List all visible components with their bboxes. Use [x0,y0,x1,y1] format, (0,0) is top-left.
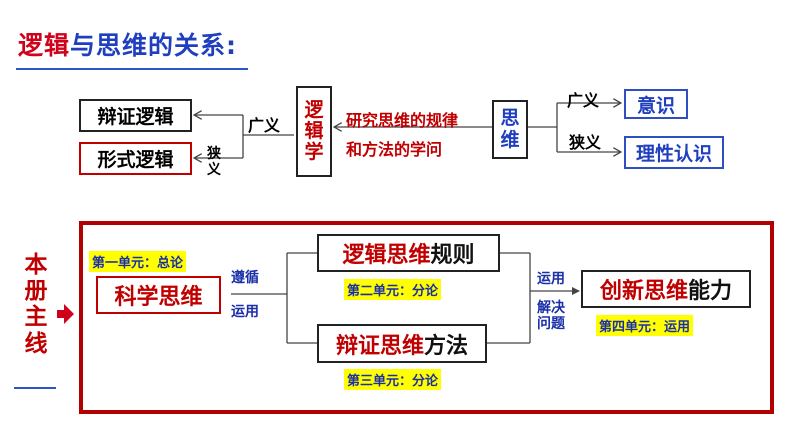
definition-line-1: 研究思维的规律 [346,111,459,130]
formal-logic-label: 形式逻辑 [97,149,174,171]
logic-rules-red: 逻辑思维 [342,243,431,268]
page-title: 逻辑与思维的关系: [18,26,237,62]
side-char4: 线 [24,330,48,357]
consciousness-box: 意识 [624,89,688,119]
title-and: 与 [70,31,97,60]
scientific-thinking-box: 科学思维 [96,276,221,314]
solve-char2: 问题 [537,315,565,332]
side-underline [14,387,56,389]
logic-science-char2: 辑 [304,119,324,142]
dialectic-logic-label: 辩证逻辑 [97,106,174,128]
narrow-left-char2: 义 [207,161,221,178]
title-logic: 逻辑 [18,31,71,60]
thinking-box: 思 维 [492,100,528,159]
side-char1: 本 [24,252,48,278]
apply-left-label: 运用 [231,304,259,320]
dialectic-method-box: 辩证思维方法 [317,324,487,363]
rational-cognition-label: 理性认识 [635,143,712,165]
logic-science-char3: 学 [304,141,324,164]
title-underline [16,68,248,70]
unit3-tag: 第三单元：分论 [344,369,442,390]
title-relation: 的关系: [148,31,238,60]
narrow-left-char1: 狭 [207,146,221,162]
unit2-tag: 第二单元：分论 [344,279,442,300]
innovation-ability-box: 创新思维能力 [581,270,751,308]
innovation-red: 创新思维 [599,279,688,304]
follow-label: 遵循 [231,270,259,286]
consciousness-label: 意识 [636,94,675,117]
rational-cognition-box: 理性认识 [624,136,724,169]
definition-line-2: 和方法的学问 [346,140,443,159]
solve-problem-label: 解决 问题 [537,300,565,332]
narrow-sense-right: 狭义 [569,133,602,152]
title-thinking: 思维 [96,31,149,60]
unit4-tag: 第四单元：运用 [596,315,694,336]
broad-sense-left: 广义 [248,116,281,135]
formal-logic-box: 形式逻辑 [79,142,192,175]
broad-sense-right: 广义 [567,91,600,110]
dialectic-method-black: 方法 [424,333,469,359]
logic-rules-box: 逻辑思维规则 [317,234,500,272]
thinking-char2: 维 [500,128,520,151]
main-thread-frame [79,221,774,414]
unit1-tag: 第一单元：总论 [89,251,187,272]
side-char2: 册 [24,278,48,305]
innovation-black: 能力 [688,279,733,304]
thinking-char1: 思 [500,107,520,130]
apply-right-label: 运用 [537,271,565,287]
scientific-thinking-label: 科学思维 [114,285,203,310]
side-char3: 主 [24,304,48,331]
main-thread-label: 本 册 主 线 [16,252,56,357]
dialectic-method-red: 辩证思维 [335,333,424,359]
logic-rules-black: 规则 [430,243,475,268]
dialectic-logic-box: 辩证逻辑 [79,99,192,132]
solve-char1: 解决 [537,300,565,316]
logic-science-box: 逻 辑 学 [296,86,332,177]
logic-science-char1: 逻 [304,98,324,121]
side-arrow-icon [57,304,74,324]
narrow-sense-left: 狭 义 [207,146,221,178]
